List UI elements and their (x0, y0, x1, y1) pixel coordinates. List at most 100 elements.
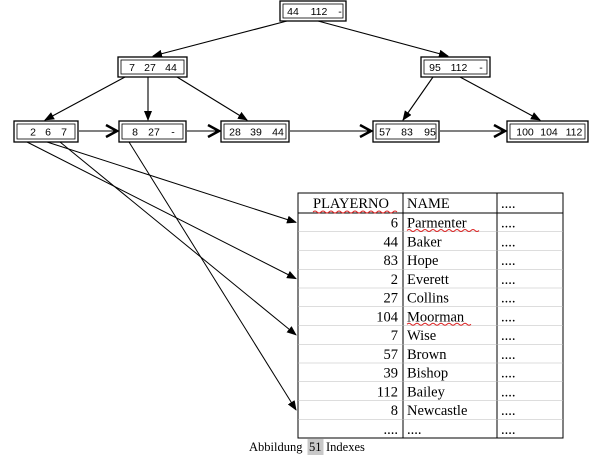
node-outer-border (13, 120, 79, 143)
cell-playerno: 104 (376, 309, 399, 325)
cell-more: .... (501, 309, 516, 325)
spellcheck-underline (312, 210, 398, 214)
node-inner-border (120, 59, 185, 75)
cell-name: Newcastle (407, 403, 467, 419)
node-outer-border (279, 0, 347, 22)
node-key: - (171, 127, 175, 139)
node-inner-border (423, 59, 488, 75)
cell-more: .... (501, 347, 516, 363)
node-outer-border (372, 120, 440, 143)
cell-playerno: 44 (384, 234, 399, 250)
node-key: 7 (129, 62, 135, 74)
spellcheck-underline (406, 229, 480, 232)
table-row: 83 Hope.... (384, 253, 516, 269)
figure-caption: Abbildung 51 Indexes (249, 439, 365, 455)
cell-playerno: 8 (391, 403, 398, 419)
node-key: 57 (379, 127, 391, 139)
cell-playerno: 83 (384, 253, 399, 269)
edge-root-to-left (152, 20, 288, 58)
cell-more: .... (501, 291, 516, 307)
cell-name: Baker (407, 234, 442, 250)
node-key: 44 (272, 127, 284, 139)
cell-name: Hope (407, 253, 438, 269)
header-name: NAME (407, 196, 450, 212)
cell-name: .... (407, 422, 422, 438)
node-inner-border (282, 3, 344, 19)
table-row: 44 Baker.... (384, 234, 516, 250)
caption-number-highlight (307, 439, 324, 455)
node-inner-border (509, 123, 586, 140)
node-outer-border (117, 56, 188, 78)
node-outer-border (220, 120, 290, 143)
node-outer-border (420, 56, 491, 78)
node-key: 2 (30, 127, 36, 139)
cell-playerno: 39 (384, 366, 399, 382)
header-more: .... (501, 196, 516, 212)
table-row: ............ (384, 422, 516, 438)
node-key: 27 (148, 127, 160, 139)
edge-l1a-to-leaf3 (176, 76, 248, 121)
node-key: 6 (45, 127, 51, 139)
caption-title: Indexes (326, 440, 365, 454)
node-key: - (479, 62, 483, 74)
cell-more: .... (501, 366, 516, 382)
table-row: 39 Bishop.... (384, 366, 516, 382)
row-pointer-7 (59, 141, 297, 336)
header-playerno: PLAYERNO (313, 196, 389, 212)
cell-playerno: .... (384, 422, 399, 438)
cell-name: Bishop (407, 366, 448, 382)
tree-node-leaf-28-39-44: 28 39 44 (220, 120, 290, 143)
cell-playerno: 112 (377, 384, 398, 400)
cell-name: Everett (407, 272, 449, 288)
edge-l1a-to-leaf1 (44, 76, 126, 121)
cell-name: Bailey (407, 384, 446, 400)
cell-more: .... (501, 234, 516, 250)
node-key: 8 (132, 127, 138, 139)
cell-more: .... (501, 422, 516, 438)
node-inner-border (16, 123, 76, 140)
cell-name: Collins (407, 291, 449, 307)
cell-more: .... (501, 272, 516, 288)
table-row: 2 Everett.... (391, 272, 516, 288)
node-outer-border (118, 120, 187, 143)
node-inner-border (121, 123, 184, 140)
node-key: 27 (144, 62, 156, 74)
edge-l1b-to-leaf5 (459, 76, 541, 121)
tree-node-leaf-8-27: 8 27- (118, 120, 187, 143)
cell-playerno: 2 (391, 272, 398, 288)
tree-node-n-7-27-44: 7 27 44 (117, 56, 188, 78)
node-key: 28 (229, 127, 241, 139)
edge-root-to-right (317, 20, 449, 58)
cell-playerno: 7 (391, 328, 398, 344)
cell-name: Brown (407, 347, 447, 363)
row-pointer-2 (26, 141, 297, 280)
cell-name: Parmenter (407, 216, 467, 232)
node-key: 44 (287, 6, 299, 18)
cell-more: .... (501, 253, 516, 269)
node-key: 83 (401, 127, 413, 139)
node-inner-border (375, 123, 437, 140)
caption-number: 51 (309, 440, 322, 454)
row-pointer-8 (128, 141, 297, 411)
caption-prefix: Abbildung (249, 440, 303, 454)
node-key: 39 (250, 127, 262, 139)
table-border (297, 192, 564, 439)
cell-more: .... (501, 328, 516, 344)
cell-playerno: 27 (384, 291, 399, 307)
tree-edges (26, 20, 541, 411)
node-key: 44 (165, 62, 177, 74)
node-key: 112 (451, 62, 468, 74)
node-key: 112 (566, 127, 583, 139)
row-pointer-6 (46, 141, 297, 224)
